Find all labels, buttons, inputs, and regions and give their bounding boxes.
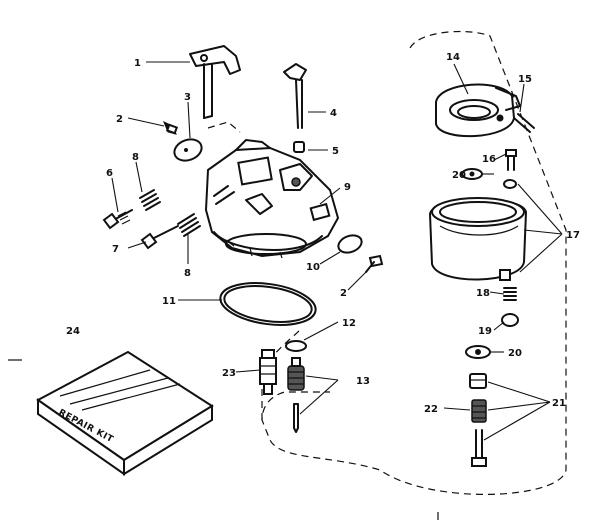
callout-20-upper: 20 (452, 170, 466, 181)
screw-lower (365, 254, 384, 273)
callout-6: 6 (106, 168, 113, 179)
callout-1: 1 (134, 58, 141, 69)
callout-13: 13 (356, 376, 370, 387)
callout-17: 17 (566, 230, 580, 241)
mixture-screw (140, 225, 179, 250)
callout-11: 11 (162, 296, 176, 307)
callout-21: 21 (552, 398, 566, 409)
callout-8-lower: 8 (184, 268, 191, 279)
drain-assembly (469, 373, 487, 467)
spring-upper (139, 189, 161, 211)
welch-plug (337, 234, 363, 254)
linkage-outline (207, 121, 241, 133)
callout-23: 23 (222, 368, 236, 379)
float (435, 83, 521, 138)
bowl-o-ring (501, 313, 519, 327)
bowl-gasket (219, 282, 317, 326)
carburetor-body (204, 139, 340, 259)
callout-24: 24 (66, 326, 80, 337)
callout-8-upper: 8 (132, 152, 139, 163)
callout-15: 15 (518, 74, 532, 85)
callout-7: 7 (112, 244, 119, 255)
fuel-washer (285, 340, 307, 352)
choke-seal (293, 141, 305, 153)
callout-16: 16 (482, 154, 496, 165)
callout-12: 12 (342, 318, 356, 329)
idle-screw (102, 209, 133, 230)
bowl-spring (503, 287, 517, 301)
callout-4: 4 (330, 108, 337, 119)
callout-14: 14 (446, 52, 460, 63)
callout-22: 22 (424, 404, 438, 415)
callout-numbers: 1 2 3 4 5 6 8 9 7 8 10 2 11 12 13 23 24 … (66, 52, 580, 415)
throttle-shaft (189, 45, 241, 119)
main-nozzle (259, 349, 277, 395)
spring-lower (177, 213, 201, 237)
choke-shaft (283, 63, 307, 129)
assembly-outline (261, 30, 567, 495)
callout-9: 9 (344, 182, 351, 193)
float-bowl (428, 197, 528, 281)
float-pin (513, 113, 535, 133)
leader-lines (111, 61, 563, 441)
callout-20-lower: 20 (508, 348, 522, 359)
callout-18: 18 (476, 288, 490, 299)
callout-10: 10 (306, 262, 320, 273)
callout-3: 3 (184, 92, 191, 103)
repair-kit-box: REPAIR KIT (36, 350, 214, 476)
bowl-bolt-top (505, 149, 517, 171)
callout-2-lower: 2 (340, 288, 347, 299)
bolt-o-ring (503, 179, 517, 189)
callout-2-upper: 2 (116, 114, 123, 125)
callout-5: 5 (332, 146, 339, 157)
callout-19: 19 (478, 326, 492, 337)
needle-and-seat (287, 357, 305, 433)
screw-upper (163, 120, 179, 135)
